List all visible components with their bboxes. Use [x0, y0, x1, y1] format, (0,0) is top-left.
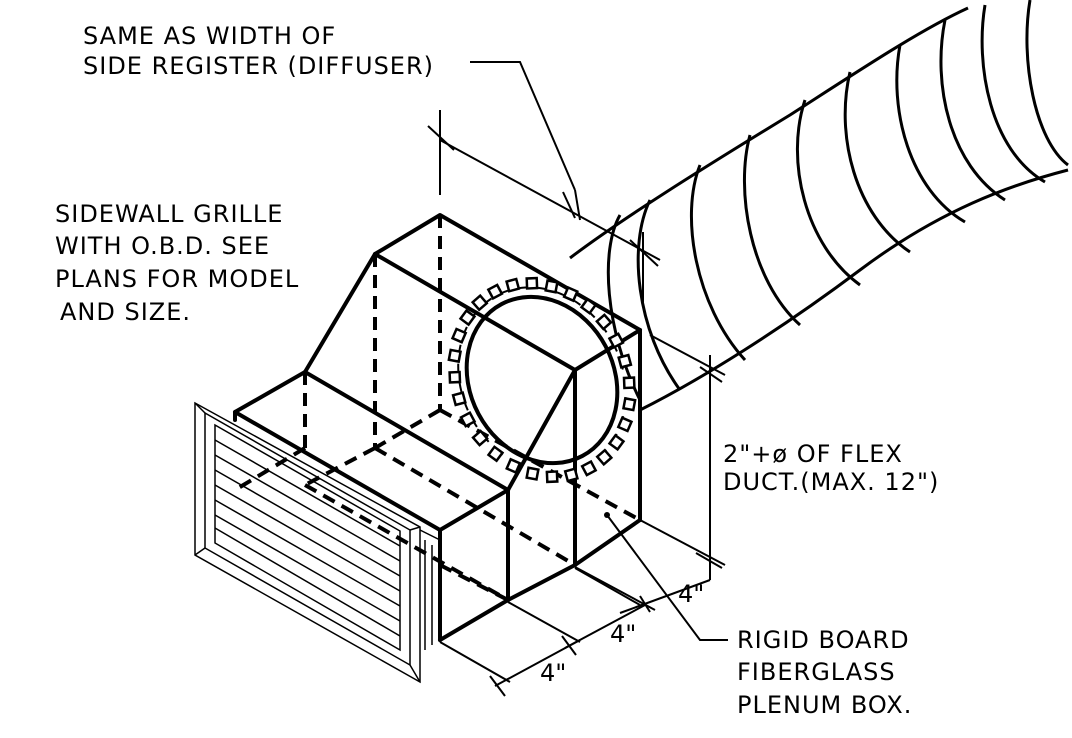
collar-tab: [486, 283, 504, 301]
collar-tab: [544, 279, 559, 294]
plenum-box: [233, 213, 642, 642]
label-plenum-box-line-3: PLENUM BOX.: [737, 691, 912, 719]
sidewall-grille: [194, 401, 441, 684]
dimension-label-a: 4": [678, 580, 704, 608]
label-plenum-box: RIGID BOARD FIBERGLASS PLENUM BOX.: [737, 626, 912, 719]
label-flex-height-line-2: DUCT.(MAX. 12"): [723, 468, 939, 496]
collar-tab: [562, 285, 579, 303]
label-flex-height: 2"+ø OF FLEX DUCT.(MAX. 12"): [723, 440, 939, 496]
label-sidewall-grille-line-1: SIDEWALL GRILLE: [55, 200, 283, 228]
label-plenum-box-line-1: RIGID BOARD: [737, 626, 910, 654]
collar-tab: [579, 297, 598, 315]
collar-tab: [616, 416, 634, 433]
collar-tab: [470, 293, 489, 312]
collar-tab: [451, 391, 467, 407]
flex-duct: [569, 0, 1069, 412]
collar-tab: [459, 410, 477, 428]
label-register-width: SAME AS WIDTH OF SIDE REGISTER (DIFFUSER…: [83, 22, 434, 80]
label-sidewall-grille-line-2: WITH O.B.D. SEE: [55, 232, 270, 260]
collar-tab: [580, 459, 598, 477]
collar-tab: [595, 448, 614, 467]
collar-tab: [617, 353, 633, 369]
label-register-width-line-1: SAME AS WIDTH OF: [83, 22, 336, 50]
collar-tab: [607, 433, 626, 452]
collar-tab: [607, 332, 625, 350]
collar-tab: [525, 276, 539, 290]
dimension-lines: [427, 61, 728, 697]
label-sidewall-grille-line-3: PLANS FOR MODEL: [55, 265, 299, 293]
collar-tab: [486, 445, 505, 463]
collar-tabs: [447, 276, 637, 484]
collar-tab: [563, 467, 579, 483]
label-register-width-line-2: SIDE REGISTER (DIFFUSER): [83, 52, 434, 80]
collar-tab: [505, 277, 521, 293]
label-plenum-box-line-2: FIBERGLASS: [737, 658, 896, 686]
dimension-label-b: 4": [610, 620, 636, 648]
collar-tab: [447, 348, 462, 364]
collar-tab: [622, 376, 636, 390]
collar-tab: [450, 327, 468, 344]
collar-tab: [622, 396, 637, 412]
collar-tab: [545, 470, 559, 484]
collar-tab: [471, 429, 489, 447]
grille-louvers: [214, 439, 401, 637]
label-flex-height-line-1: 2"+ø OF FLEX: [723, 440, 903, 468]
dimension-label-c: 4": [540, 659, 566, 687]
collar-tab: [458, 308, 477, 327]
collar-tab: [595, 313, 613, 331]
label-sidewall-grille: SIDEWALL GRILLE WITH O.B.D. SEE PLANS FO…: [55, 200, 299, 326]
label-sidewall-grille-line-4: AND SIZE.: [60, 298, 191, 326]
collar-tab: [525, 466, 540, 481]
collar-tab: [505, 457, 522, 475]
collar-tab: [448, 370, 462, 384]
